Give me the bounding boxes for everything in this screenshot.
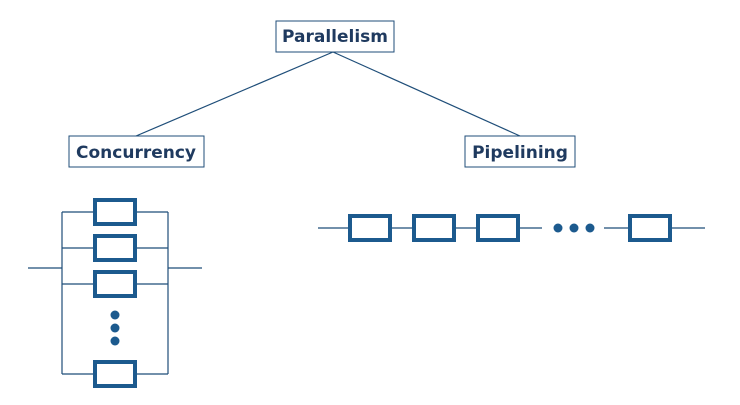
pipeline-ellipsis-dot-3: [585, 223, 595, 233]
connector-root-to-concurrency: [135, 51, 334, 137]
node-pipelining-box: [464, 135, 576, 168]
parallel-unit-2: [93, 234, 137, 262]
tree-connectors: [135, 51, 521, 137]
parallel-unit-1: [93, 198, 137, 226]
horizontal-ellipsis: [553, 223, 595, 233]
pipeline-stage-2: [412, 214, 456, 242]
concurrency-illustration: [28, 198, 202, 388]
node-pipelining-label: Pipelining: [472, 143, 568, 163]
node-concurrency: Concurrency: [68, 135, 205, 168]
ellipsis-dot-3: [110, 336, 120, 346]
pipeline-stage-1: [348, 214, 392, 242]
concurrency-units: [93, 198, 137, 388]
pipeline-ellipsis-dot-2: [569, 223, 579, 233]
node-concurrency-box: [68, 135, 205, 168]
ellipsis-dot-1: [110, 310, 120, 320]
vertical-ellipsis: [110, 310, 120, 346]
concurrency-wires: [28, 211, 202, 375]
node-parallelism-label: Parallelism: [282, 27, 388, 47]
pipelining-illustration: [318, 214, 705, 242]
node-parallelism: Parallelism: [275, 20, 395, 53]
pipeline-stages: [348, 214, 672, 242]
pipeline-ellipsis-dot-1: [553, 223, 563, 233]
node-pipelining: Pipelining: [464, 135, 576, 168]
node-concurrency-label: Concurrency: [76, 143, 196, 163]
node-parallelism-box: [275, 20, 395, 53]
parallel-unit-n: [93, 360, 137, 388]
pipeline-stage-3: [476, 214, 520, 242]
pipeline-stage-n: [628, 214, 672, 242]
parallel-unit-3: [93, 270, 137, 298]
connector-root-to-pipelining: [332, 51, 521, 137]
ellipsis-dot-2: [110, 323, 120, 333]
